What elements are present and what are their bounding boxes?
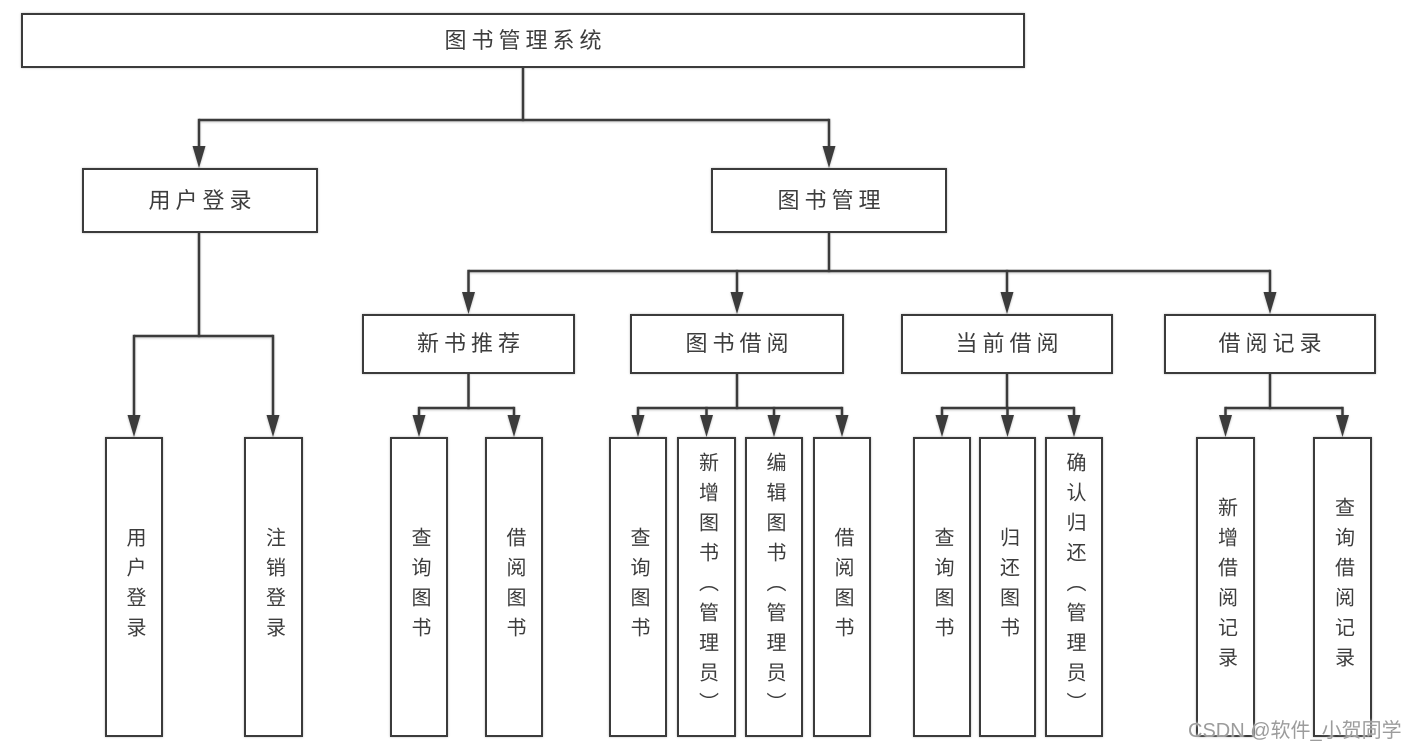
arrowhead (631, 415, 645, 437)
node-book-borrowing: 图书借阅 (630, 314, 844, 374)
arrowhead (266, 415, 280, 437)
node-label: 图书管理系统 (444, 27, 607, 53)
node-label: 借阅记录 (1218, 331, 1327, 356)
arrowhead (1067, 415, 1081, 437)
leaf-query-books-recommend: 查询图书 (390, 437, 448, 737)
node-label: 图书借阅 (685, 331, 794, 356)
leaf-confirm-return-admin: 确认归还（管理员） (1045, 437, 1103, 737)
node-new-book-recommendation: 新书推荐 (362, 314, 575, 374)
leaf-return-books: 归还图书 (979, 437, 1036, 737)
arrowhead (1219, 415, 1232, 437)
node-label: 用户登录 (148, 187, 257, 213)
node-label: 查询图书 (627, 527, 649, 647)
connector-lines (132, 68, 1344, 416)
leaf-borrow-books: 借阅图书 (813, 437, 871, 737)
leaf-borrow-books-recommend: 借阅图书 (485, 437, 543, 737)
arrowhead (767, 415, 781, 437)
node-label: 新增借阅记录 (1214, 497, 1237, 677)
node-label: 当前借阅 (955, 331, 1064, 356)
arrowhead (462, 292, 475, 314)
node-label: 图书管理 (777, 187, 886, 213)
arrowhead (1000, 292, 1014, 314)
arrowhead (1001, 415, 1014, 437)
leaf-query-books-current: 查询图书 (913, 437, 971, 737)
leaf-add-books-admin: 新增图书（管理员） (677, 437, 736, 737)
arrowhead (412, 415, 426, 437)
leaf-edit-books-admin: 编辑图书（管理员） (745, 437, 803, 737)
node-label: 新增图书（管理员） (695, 452, 718, 722)
node-book-management: 图书管理 (711, 168, 947, 233)
node-label: 查询图书 (408, 527, 430, 647)
arrowhead (935, 415, 949, 437)
leaf-query-borrow-record: 查询借阅记录 (1313, 437, 1372, 737)
arrowhead (1263, 292, 1277, 314)
arrowhead (192, 146, 206, 168)
node-label: 用户登录 (123, 527, 145, 647)
leaf-query-books-borrow: 查询图书 (609, 437, 667, 737)
csdn-watermark: CSDN @软件_小贺同学 (1188, 720, 1402, 742)
arrowhead (1336, 415, 1349, 437)
arrowhead (507, 415, 521, 437)
arrowhead (835, 415, 849, 437)
leaf-add-borrow-record: 新增借阅记录 (1196, 437, 1255, 737)
node-label: 借阅图书 (503, 527, 525, 647)
node-label: 归还图书 (996, 527, 1019, 647)
node-current-borrowing: 当前借阅 (901, 314, 1113, 374)
node-label: 借阅图书 (831, 527, 853, 647)
node-label: 注销登录 (262, 527, 285, 647)
arrowhead (127, 415, 141, 437)
node-label: 查询图书 (931, 527, 953, 647)
arrowhead (822, 146, 836, 168)
node-borrowing-records: 借阅记录 (1164, 314, 1376, 374)
arrowheads (127, 146, 1349, 437)
arrowhead (730, 292, 744, 314)
node-user-login: 用户登录 (82, 168, 318, 233)
node-label: 确认归还（管理员） (1063, 452, 1085, 722)
node-label: 查询借阅记录 (1331, 497, 1354, 677)
node-label: 新书推荐 (416, 331, 525, 356)
leaf-user-login: 用户登录 (105, 437, 163, 737)
leaf-logout: 注销登录 (244, 437, 303, 737)
node-label: 编辑图书（管理员） (763, 452, 785, 722)
arrowhead (700, 415, 713, 437)
node-library-management-system: 图书管理系统 (21, 13, 1025, 68)
